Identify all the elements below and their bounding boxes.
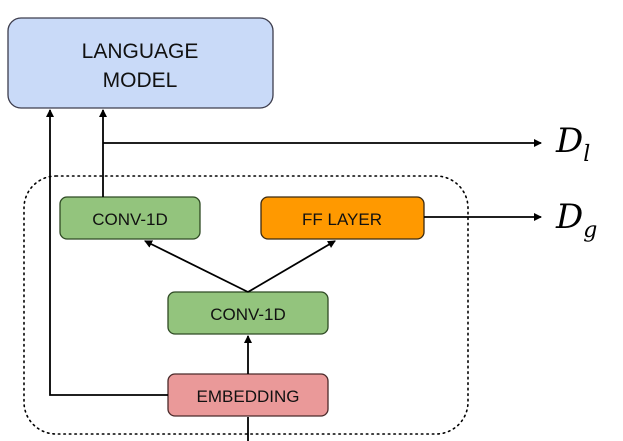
arrow-embedding-to-language-model <box>46 109 168 396</box>
d-l-subscript: l <box>583 142 590 167</box>
embedding-node: EMBEDDING <box>167 373 329 417</box>
svg-text:Dl: Dl <box>555 121 590 167</box>
d-l-base: D <box>555 121 583 161</box>
conv1d-left-node: CONV-1D <box>59 196 201 240</box>
d-g-subscript: g <box>583 218 597 243</box>
conv1d-middle-label: CONV-1D <box>210 305 286 324</box>
output-d-g: Dg <box>555 197 597 243</box>
ff-layer-node: FF LAYER <box>260 196 425 240</box>
arrow-conv-mid-to-ff <box>247 240 336 293</box>
conv1d-middle-node: CONV-1D <box>167 291 329 335</box>
output-d-l: Dl <box>555 121 590 167</box>
language-model-label-line1: LANGUAGE <box>82 40 199 63</box>
ff-layer-label: FF LAYER <box>302 210 382 229</box>
d-g-base: D <box>555 197 583 237</box>
svg-text:Dg: Dg <box>555 197 597 243</box>
language-model-node: LANGUAGE MODEL <box>7 17 274 109</box>
arrow-conv-mid-to-conv-left <box>144 240 249 293</box>
language-model-label-line2: MODEL <box>103 69 178 92</box>
embedding-label: EMBEDDING <box>197 387 300 406</box>
encoder-region <box>23 175 469 435</box>
conv1d-left-label: CONV-1D <box>92 210 168 229</box>
